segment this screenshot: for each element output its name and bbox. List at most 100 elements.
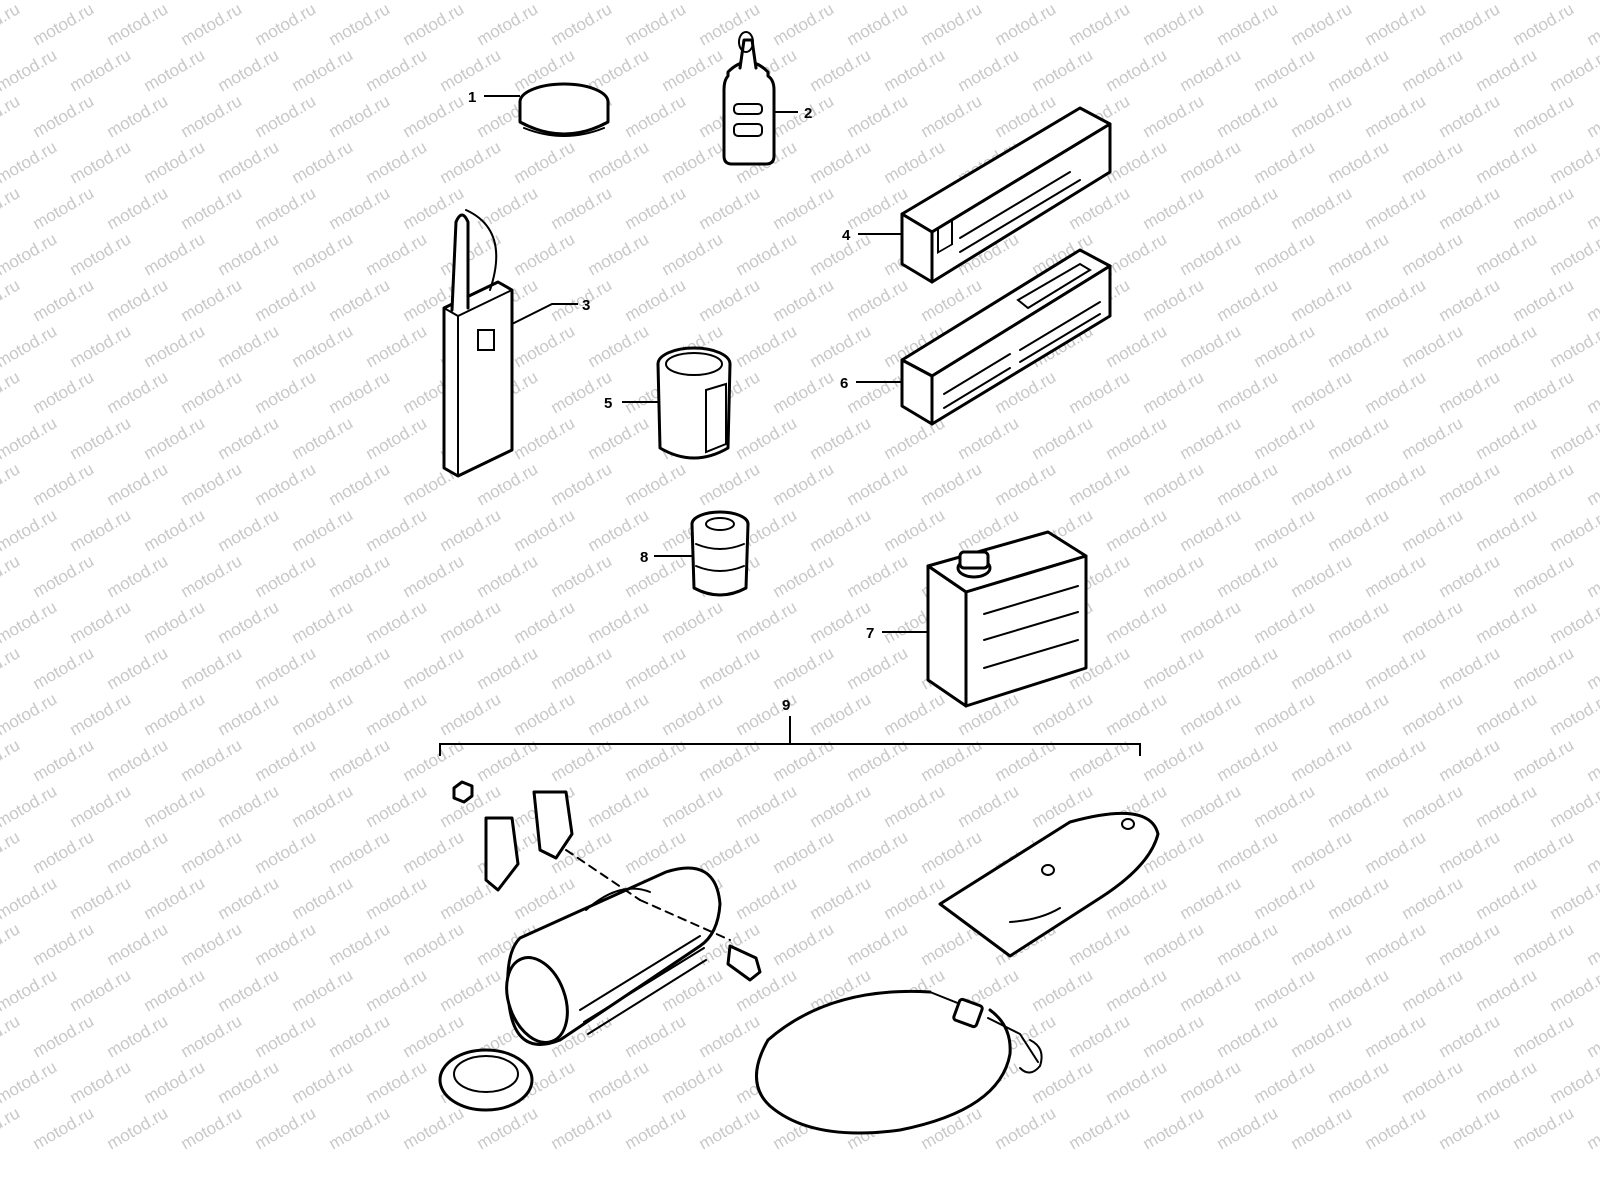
watermark-text: motod.ru: [1103, 137, 1171, 187]
watermark-text: motod.ru: [1399, 321, 1467, 371]
watermark-text: motod.ru: [622, 91, 690, 141]
watermark-text: motod.ru: [1436, 551, 1504, 601]
watermark-text: motod.ru: [1473, 505, 1541, 555]
watermark-text: motod.ru: [1547, 1057, 1600, 1107]
watermark-text: motod.ru: [844, 551, 912, 601]
watermark-text: motod.ru: [1547, 0, 1600, 3]
watermark-text: motod.ru: [326, 735, 394, 785]
watermark-text: motod.ru: [881, 505, 949, 555]
watermark-text: motod.ru: [0, 643, 23, 693]
watermark-text: motod.ru: [881, 45, 949, 95]
watermark-text: motod.ru: [1177, 45, 1245, 95]
watermark-text: motod.ru: [1066, 735, 1134, 785]
watermark-text: motod.ru: [1584, 183, 1600, 233]
watermark-text: motod.ru: [1473, 781, 1541, 831]
watermark-text: motod.ru: [1547, 597, 1600, 647]
watermark-text: motod.ru: [1399, 781, 1467, 831]
watermark-text: motod.ru: [437, 689, 505, 739]
watermark-text: motod.ru: [1584, 643, 1600, 693]
watermark-text: motod.ru: [104, 643, 172, 693]
watermark-text: motod.ru: [1214, 551, 1282, 601]
watermark-text: motod.ru: [30, 275, 98, 325]
oil-can-icon: [926, 530, 1088, 708]
watermark-text: motod.ru: [511, 505, 579, 555]
watermark-text: motod.ru: [1066, 0, 1134, 49]
watermark-text: motod.ru: [1325, 45, 1393, 95]
watermark-text: motod.ru: [622, 1011, 690, 1061]
watermark-text: motod.ru: [67, 45, 135, 95]
watermark-text: motod.ru: [1436, 275, 1504, 325]
watermark-text: motod.ru: [770, 367, 838, 417]
callout-9: 9: [782, 697, 790, 714]
watermark-text: motod.ru: [881, 781, 949, 831]
watermark-text: motod.ru: [104, 367, 172, 417]
watermark-text: motod.ru: [1473, 1057, 1541, 1107]
watermark-text: motod.ru: [548, 551, 616, 601]
watermark-text: motod.ru: [622, 459, 690, 509]
watermark-text: motod.ru: [1436, 0, 1504, 49]
watermark-text: motod.ru: [770, 919, 838, 969]
watermark-text: motod.ru: [1547, 781, 1600, 831]
watermark-text: motod.ru: [918, 91, 986, 141]
watermark-text: motod.ru: [1288, 367, 1356, 417]
callout-5: 5: [604, 395, 612, 412]
watermark-text: motod.ru: [1251, 781, 1319, 831]
watermark-text: motod.ru: [1251, 965, 1319, 1015]
watermark-text: motod.ru: [585, 781, 653, 831]
watermark-text: motod.ru: [955, 413, 1023, 463]
watermark-text: motod.ru: [696, 1011, 764, 1061]
grease-tin-icon: [518, 82, 610, 137]
watermark-text: motod.ru: [807, 873, 875, 923]
watermark-text: motod.ru: [178, 919, 246, 969]
watermark-text: motod.ru: [1584, 919, 1600, 969]
watermark-text: motod.ru: [1325, 137, 1393, 187]
watermark-text: motod.ru: [1362, 459, 1430, 509]
watermark-text: motod.ru: [548, 0, 616, 49]
watermark-text: motod.ru: [696, 275, 764, 325]
watermark-text: motod.ru: [1510, 367, 1578, 417]
watermark-text: motod.ru: [326, 919, 394, 969]
watermark-text: motod.ru: [1251, 597, 1319, 647]
watermark-text: motod.ru: [215, 45, 283, 95]
watermark-text: motod.ru: [696, 1103, 764, 1153]
watermark-text: motod.ru: [1362, 827, 1430, 877]
watermark-text: motod.ru: [252, 1103, 320, 1153]
watermark-text: motod.ru: [696, 183, 764, 233]
watermark-text: motod.ru: [1547, 137, 1600, 187]
watermark-text: motod.ru: [1214, 367, 1282, 417]
watermark-text: motod.ru: [0, 1057, 60, 1107]
watermark-text: motod.ru: [0, 229, 60, 279]
watermark-text: motod.ru: [289, 1057, 357, 1107]
watermark-text: motod.ru: [1103, 689, 1171, 739]
watermark-text: motod.ru: [1066, 1103, 1134, 1153]
watermark-text: motod.ru: [104, 459, 172, 509]
watermark-text: motod.ru: [141, 965, 209, 1015]
watermark-text: motod.ru: [141, 413, 209, 463]
watermark-text: motod.ru: [1029, 689, 1097, 739]
watermark-text: motod.ru: [141, 597, 209, 647]
watermark-text: motod.ru: [0, 689, 60, 739]
watermark-text: motod.ru: [30, 367, 98, 417]
watermark-text: motod.ru: [252, 551, 320, 601]
watermark-text: motod.ru: [844, 459, 912, 509]
watermark-text: motod.ru: [548, 183, 616, 233]
watermark-text: motod.ru: [770, 643, 838, 693]
watermark-text: motod.ru: [1214, 459, 1282, 509]
watermark-text: motod.ru: [807, 229, 875, 279]
watermark-text: motod.ru: [104, 275, 172, 325]
watermark-text: motod.ru: [400, 827, 468, 877]
watermark-text: motod.ru: [1473, 45, 1541, 95]
watermark-text: motod.ru: [622, 0, 690, 49]
watermark-text: motod.ru: [178, 91, 246, 141]
watermark-text: motod.ru: [30, 551, 98, 601]
watermark-text: motod.ru: [844, 919, 912, 969]
watermark-text: motod.ru: [289, 505, 357, 555]
watermark-text: motod.ru: [992, 735, 1060, 785]
watermark-text: motod.ru: [1510, 827, 1578, 877]
watermark-text: motod.ru: [1362, 1103, 1430, 1153]
watermark-text: motod.ru: [511, 229, 579, 279]
watermark-text: motod.ru: [1251, 873, 1319, 923]
watermark-text: motod.ru: [474, 0, 542, 49]
watermark-text: motod.ru: [1547, 965, 1600, 1015]
watermark-text: motod.ru: [1288, 827, 1356, 877]
